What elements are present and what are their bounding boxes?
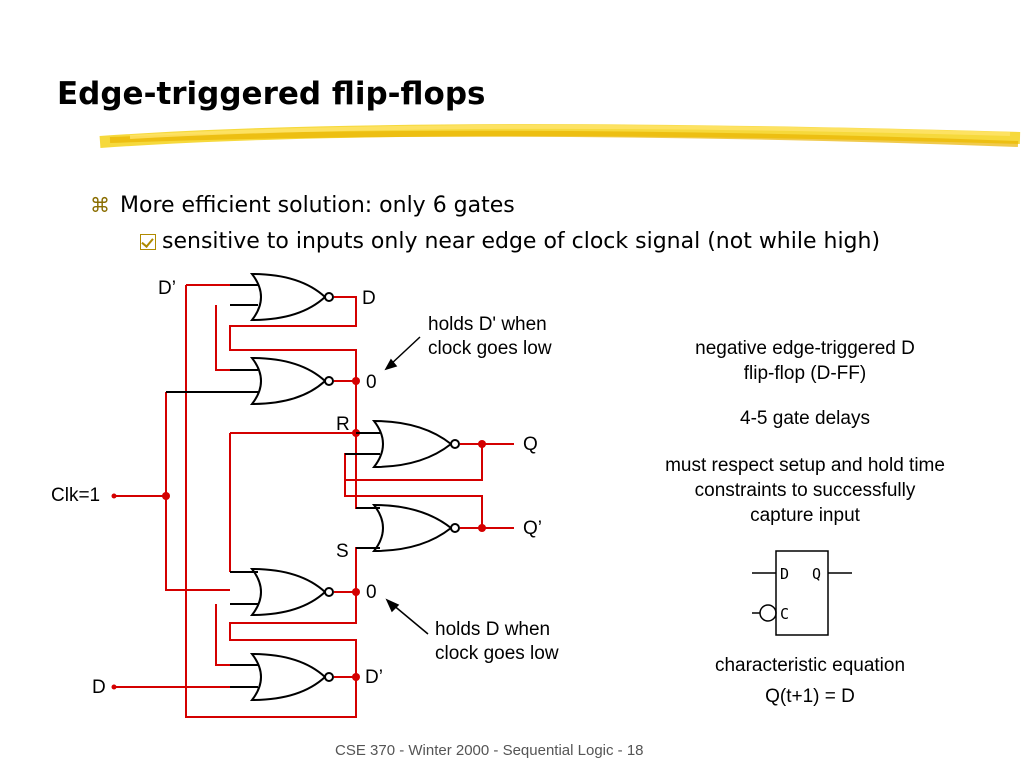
nor-gate-6 (230, 652, 334, 702)
checkbox-icon (140, 234, 156, 250)
label-s: S (336, 541, 349, 562)
dff-pin-q: Q (812, 565, 822, 583)
nor-gate-3 (345, 419, 460, 469)
note-gate-delays: 4-5 gate delays (740, 408, 870, 429)
note-setup-hold: must respect setup and hold time constra… (620, 453, 990, 528)
note-setup-line1: must respect setup and hold time (665, 455, 945, 476)
bullet1-text: More efficient solution: only 6 gates (120, 193, 515, 218)
annotation-holds-d-line2: clock goes low (435, 643, 559, 664)
note-characteristic-equation: characteristic equation Q(t+1) = D (640, 653, 980, 709)
nor-gates (166, 272, 460, 702)
note-dff-description: negative edge-triggered D flip-flop (D-F… (640, 336, 970, 386)
note-dff-line2: flip-flop (D-FF) (743, 363, 867, 384)
nor-gate-1 (230, 272, 334, 322)
dff-pin-c: C (780, 605, 790, 623)
annotation-arrows (384, 336, 429, 635)
label-d-input: D (92, 677, 106, 698)
annotation-holds-d-line1: holds D when (435, 619, 551, 640)
label-q: Q (523, 434, 538, 455)
note-char-line1: characteristic equation (714, 655, 906, 676)
nor-gate-4 (356, 503, 460, 553)
annotation-holds-d-prime-line2: clock goes low (428, 338, 552, 359)
label-d-prime-bottom: D’ (365, 667, 383, 688)
note-dff-line1: negative edge-triggered D (695, 338, 915, 359)
terminals (111, 493, 117, 690)
label-clk: Clk=1 (51, 485, 101, 506)
inverted-clock-bubble (759, 604, 777, 622)
label-zero-bottom: 0 (366, 582, 377, 603)
label-d-prime-top: D’ (158, 278, 176, 299)
dff-box (775, 550, 829, 636)
annotation-holds-d: holds D when clock goes low (435, 618, 559, 666)
label-d-top: D (362, 288, 376, 309)
label-q-prime: Q’ (523, 518, 542, 539)
note-setup-line2: constraints to successfully (694, 480, 916, 501)
bullet2-text: sensitive to inputs only near edge of cl… (162, 229, 881, 254)
label-r: R (336, 414, 350, 435)
note-char-equation: Q(t+1) = D (765, 686, 855, 707)
dff-symbol (752, 550, 852, 636)
slide-title: Edge-triggered flip-flops (57, 76, 486, 112)
nor-gate-2 (166, 356, 334, 406)
slide-footer: CSE 370 - Winter 2000 - Sequential Logic… (335, 742, 644, 759)
annotation-holds-d-prime: holds D' when clock goes low (428, 313, 552, 361)
nor-gate-5 (230, 567, 334, 617)
annotation-holds-d-prime-line1: holds D' when (428, 314, 547, 335)
label-zero-top: 0 (366, 372, 377, 393)
command-icon: ⌘ (90, 193, 110, 217)
dff-pin-d: D (780, 565, 790, 583)
bullet-level2: sensitive to inputs only near edge of cl… (140, 229, 880, 254)
note-setup-line3: capture input (750, 505, 860, 526)
bullet-level1: ⌘ More efficient solution: only 6 gates (90, 193, 515, 218)
